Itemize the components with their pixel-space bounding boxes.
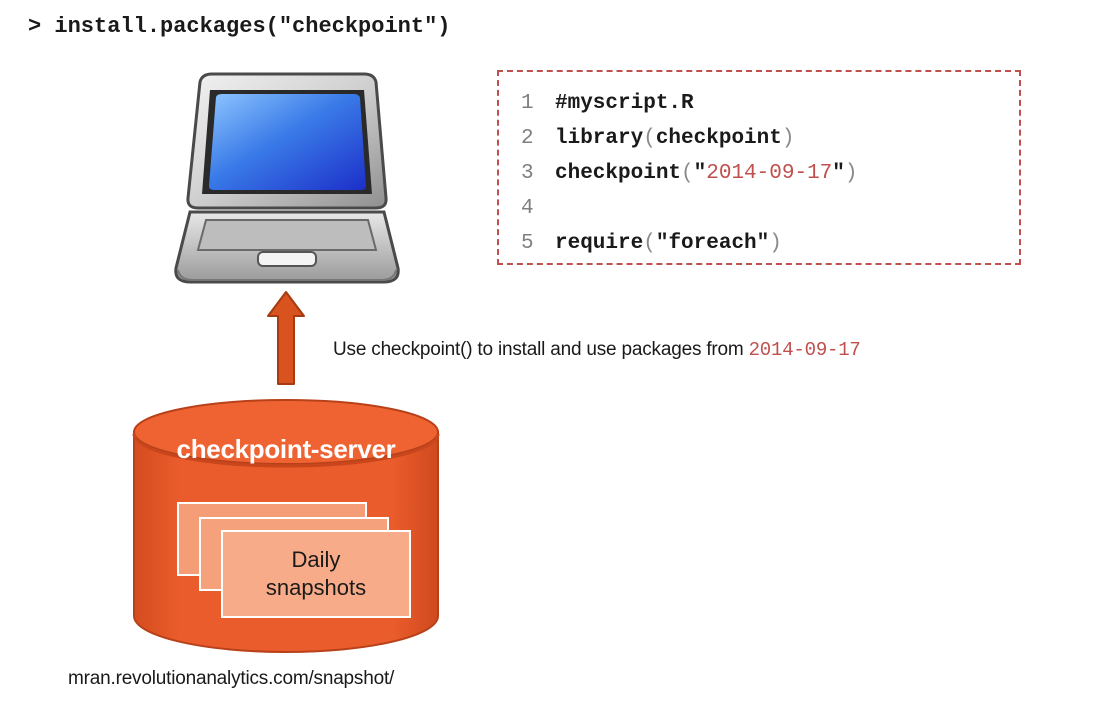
code-function: library — [555, 127, 644, 150]
line-number: 4 — [521, 197, 534, 220]
prompt-symbol: > — [28, 14, 42, 39]
laptop-icon — [172, 72, 402, 287]
line-number: 5 — [521, 232, 534, 255]
code-function: require — [555, 232, 644, 255]
server-url: mran.revolutionanalytics.com/snapshot/ — [68, 668, 395, 689]
quote: " — [832, 162, 845, 185]
command-text: install.packages("checkpoint") — [54, 14, 451, 39]
caption-text: Use checkpoint() to install and use pack… — [333, 339, 749, 360]
checkpoint-server: checkpoint-server Daily snapshots — [130, 398, 442, 656]
quote: " — [756, 232, 770, 255]
code-line-4: 4 — [521, 191, 1019, 226]
close-paren: ) — [844, 162, 858, 185]
code-argument: checkpoint — [655, 127, 782, 150]
snapshots-label: Daily snapshots — [265, 547, 367, 600]
line-number: 1 — [521, 92, 534, 115]
code-argument: foreach — [668, 232, 757, 255]
line-number: 3 — [521, 162, 534, 185]
server-title: checkpoint-server — [176, 434, 396, 464]
close-paren: ) — [781, 127, 795, 150]
quote: " — [655, 232, 669, 255]
up-arrow-icon — [266, 290, 306, 386]
open-paren: ( — [643, 232, 656, 255]
caption: Use checkpoint() to install and use pack… — [333, 339, 861, 361]
code-line-1: 1 #myscript.R — [521, 86, 1019, 121]
line-number: 2 — [521, 127, 534, 150]
install-command: > install.packages("checkpoint") — [28, 14, 450, 39]
code-function: checkpoint — [555, 162, 682, 185]
close-paren: ) — [769, 232, 782, 255]
code-comment: #myscript.R — [555, 92, 694, 115]
snapshot-card: Daily snapshots — [221, 530, 411, 618]
quote: " — [693, 162, 707, 185]
caption-date: 2014-09-17 — [748, 339, 861, 361]
code-line-2: 2 library(checkpoint) — [521, 121, 1019, 156]
open-paren: ( — [643, 127, 656, 150]
code-date-string: 2014-09-17 — [706, 162, 833, 185]
open-paren: ( — [681, 162, 694, 185]
